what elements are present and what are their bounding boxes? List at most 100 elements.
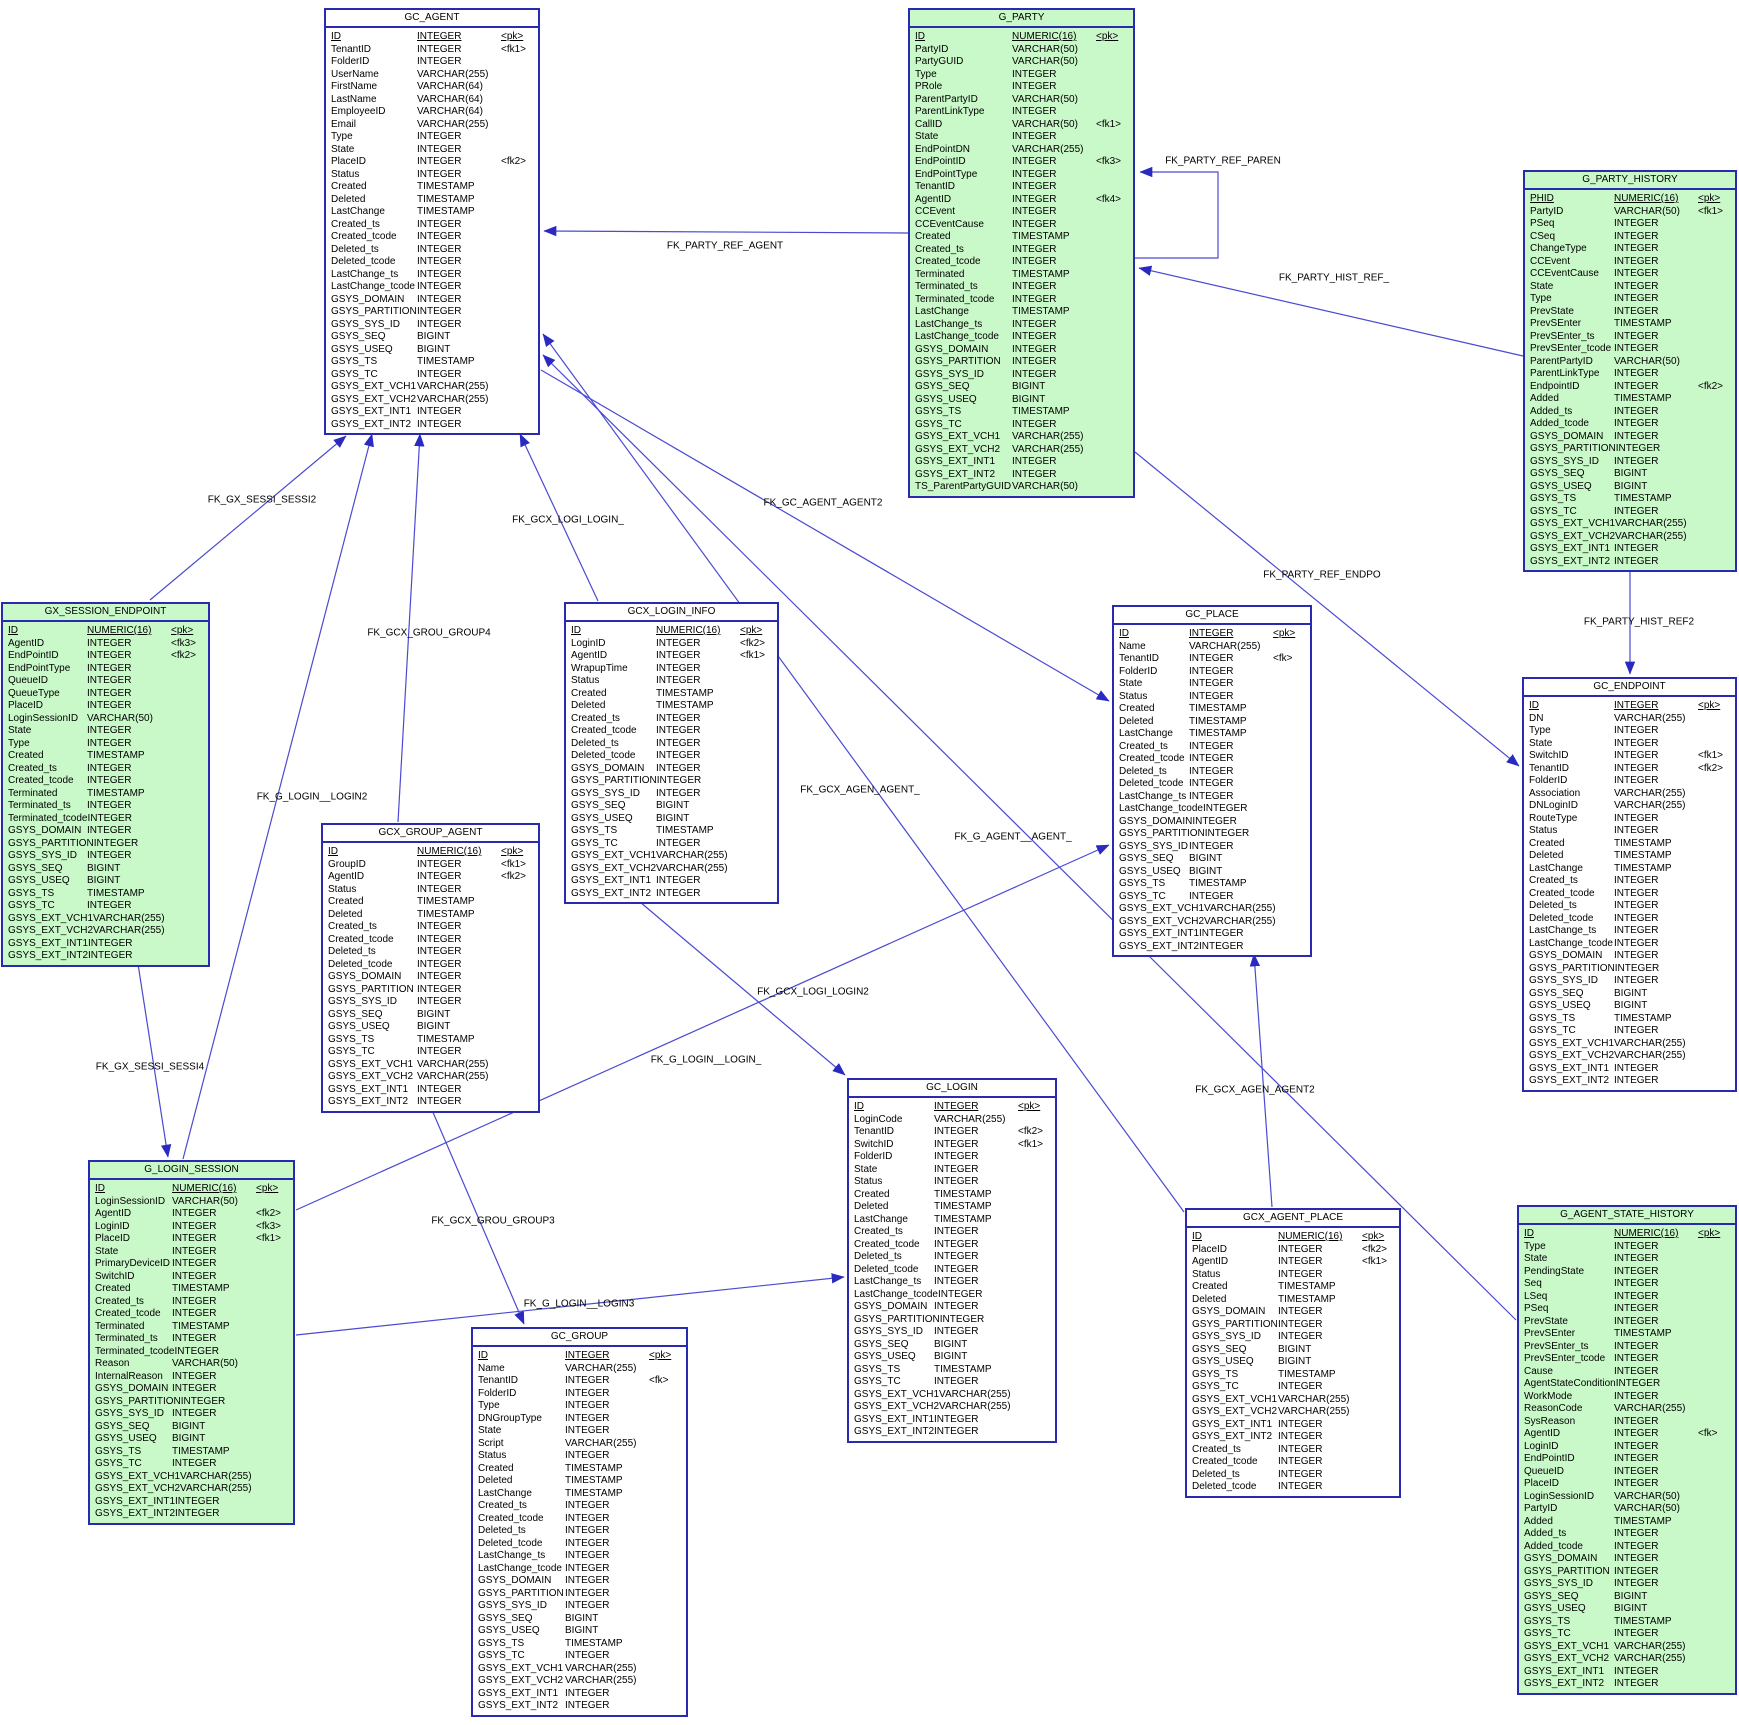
column-type: INTEGER xyxy=(1012,168,1057,180)
column-type: BIGINT xyxy=(417,1008,451,1020)
column-key-flag xyxy=(740,875,774,888)
column-type: INTEGER xyxy=(93,837,139,849)
relation-label-fk-party-hist-ref2[interactable]: FK_PARTY_HIST_REF2 xyxy=(1583,616,1695,628)
relation-label-fk-gcx-logi-login2[interactable]: FK_GCX_LOGI_LOGIN2 xyxy=(757,986,869,998)
column-key-flag xyxy=(1362,1406,1396,1419)
column-key-flag xyxy=(1362,1306,1396,1319)
column-type: INTEGER xyxy=(417,131,462,142)
relation-line-fk-gcx-agen-agent2 xyxy=(1249,953,1273,1208)
column-type: INTEGER xyxy=(172,1408,217,1419)
column-key-flag xyxy=(1698,1453,1732,1466)
column-type: INTEGER xyxy=(934,1176,979,1187)
column-key-flag xyxy=(649,1538,683,1551)
column-name: LastChange xyxy=(854,1213,908,1225)
column-name: GSYS_SYS_ID xyxy=(915,368,984,380)
relation-label-fk-gcx-agen-agent2[interactable]: FK_GCX_AGEN_AGENT2 xyxy=(1195,1084,1315,1096)
column-type: INTEGER xyxy=(1192,815,1237,827)
column-name: Deleted xyxy=(331,193,366,205)
relation-label-fk-gcx-grou-group4[interactable]: FK_GCX_GROU_GROUP4 xyxy=(367,627,491,639)
column-key-flag xyxy=(1018,1414,1052,1427)
relation-label-fk-gcx-agen-agent-[interactable]: FK_GCX_AGEN_AGENT_ xyxy=(800,784,920,796)
column-name: GSYS_SYS_ID xyxy=(328,996,397,1007)
column-type: INTEGER xyxy=(934,1163,979,1175)
column-type: INTEGER xyxy=(1278,1331,1323,1342)
relation-label-fk-party-ref-endpo[interactable]: FK_PARTY_REF_ENDPO xyxy=(1263,569,1381,581)
relation-label-fk-gcx-logi-login-[interactable]: FK_GCX_LOGI_LOGIN_ xyxy=(512,514,624,526)
relation-label-fk-g-agent-agent-[interactable]: FK_G_AGENT__AGENT_ xyxy=(954,831,1072,843)
column-name: Script xyxy=(478,1437,504,1449)
column-key-flag xyxy=(1288,903,1322,916)
column-key-flag xyxy=(1018,1226,1052,1239)
column-name: PHID xyxy=(1530,193,1554,204)
column-name: Deleted xyxy=(854,1201,889,1212)
column-key-flag xyxy=(1698,1503,1732,1516)
relation-label-fk-gx-sessi-sessi2[interactable]: FK_GX_SESSI_SESSI2 xyxy=(207,494,317,506)
column-key-flag xyxy=(1698,1328,1732,1341)
relation-label-fk-g-login-login2[interactable]: FK_G_LOGIN__LOGIN2 xyxy=(256,791,368,803)
column-key-flag xyxy=(740,725,774,738)
column-name: Name xyxy=(1119,640,1146,652)
column-type: INTEGER xyxy=(1614,900,1659,911)
relation-label-fk-g-login-login-[interactable]: FK_G_LOGIN__LOGIN_ xyxy=(650,1054,762,1066)
column-type: TIMESTAMP xyxy=(1189,715,1247,727)
relation-label-fk-party-ref-agent[interactable]: FK_PARTY_REF_AGENT xyxy=(666,240,784,252)
column-name: Created_ts xyxy=(331,218,380,230)
relation-label-fk-party-ref-paren[interactable]: FK_PARTY_REF_PAREN xyxy=(1165,155,1281,167)
column-type: INTEGER xyxy=(1012,206,1057,217)
relation-label-fk-g-login-login3[interactable]: FK_G_LOGIN__LOGIN3 xyxy=(523,1298,635,1310)
column-name: GSYS_EXT_VCH2 xyxy=(478,1675,564,1686)
relation-label-fk-gx-sessi-sessi4[interactable]: FK_GX_SESSI_SESSI4 xyxy=(95,1061,205,1073)
column-type: INTEGER xyxy=(1189,890,1234,902)
column-type: INTEGER xyxy=(656,775,702,786)
column-name: ParentLinkType xyxy=(1530,368,1600,379)
column-key-flag xyxy=(1273,866,1307,879)
column-key-flag xyxy=(501,331,535,344)
column-type: INTEGER xyxy=(565,1575,610,1586)
relation-line-fk-gcx-grou-group4 xyxy=(397,433,425,823)
column-key-flag xyxy=(1698,1603,1732,1616)
relation-label-fk-gcx-grou-group3[interactable]: FK_GCX_GROU_GROUP3 xyxy=(431,1215,555,1227)
column-key-flag xyxy=(256,1371,290,1384)
column-type: INTEGER xyxy=(565,1687,610,1699)
column-name: GSYS_PARTITION xyxy=(478,1587,564,1599)
column-key-flag xyxy=(1698,838,1732,851)
column-key-flag xyxy=(740,800,774,813)
column-key-flag: <fk1> xyxy=(1698,750,1724,761)
column-name: Deleted xyxy=(571,700,606,711)
relation-label-fk-party-hist-ref-[interactable]: FK_PARTY_HIST_REF_ xyxy=(1278,272,1390,284)
column-type: VARCHAR(255) xyxy=(1614,1050,1686,1061)
column-type: INTEGER xyxy=(172,1208,217,1219)
column-name: CSeq xyxy=(1530,230,1556,242)
column-type: TIMESTAMP xyxy=(656,825,714,836)
relation-label-fk-gc-agent-agent2[interactable]: FK_GC_AGENT_AGENT2 xyxy=(763,497,883,509)
column-name: GSYS_EXT_INT2 xyxy=(915,468,996,480)
